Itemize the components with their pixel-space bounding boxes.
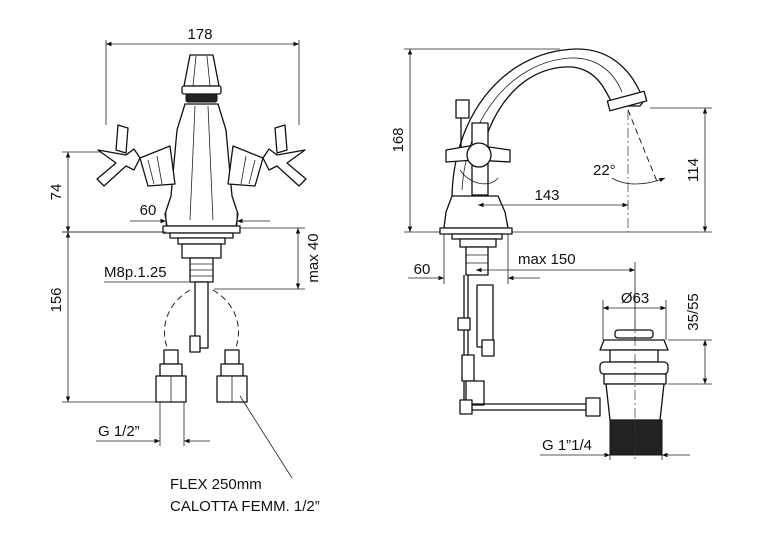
dim-waste-thread: G 1”1/4	[540, 437, 690, 460]
dim-waste-diameter-63: Ø63	[602, 290, 667, 340]
flex-note-line1: FLEX 250mm	[170, 476, 262, 493]
dim-body-height-label: 74	[48, 184, 65, 201]
dim-max-40: max 40	[214, 227, 322, 290]
dim-total-label: 156	[48, 287, 65, 312]
dim-side-base-label: 60	[414, 261, 431, 278]
dim-height-label: 168	[390, 127, 407, 152]
front-faucet-body	[96, 54, 307, 353]
dim-inlet-g12: G 1/2”	[96, 402, 210, 446]
flex-note: FLEX 250mm CALOTTA FEMM. 1/2”	[170, 395, 320, 515]
dim-max-below-label: max 40	[305, 233, 322, 282]
dim-height-168: 168	[390, 48, 560, 233]
dim-total-156: 156	[48, 231, 166, 403]
dim-reach-label: 143	[534, 187, 559, 204]
flex-hoses	[155, 289, 248, 403]
dim-waste-diameter-label: Ø63	[621, 290, 649, 307]
side-spout	[439, 48, 648, 406]
thread-callout: M8p.1.25	[104, 264, 196, 283]
dim-base-label: 60	[140, 202, 157, 219]
waste-fitting	[599, 300, 669, 460]
angle-label: 22°	[593, 162, 616, 179]
dim-width-label: 178	[187, 26, 212, 43]
dim-side-base-60: 60	[408, 234, 540, 284]
dim-waste-depth-label: 35/55	[685, 293, 702, 331]
front-view: 178 74	[48, 26, 322, 515]
dim-max-reach-label: max 150	[518, 251, 576, 268]
side-view: 168	[390, 48, 712, 460]
dim-waste-depth: 35/55	[668, 293, 712, 385]
dim-base-60: 60	[130, 202, 270, 226]
dim-width-178: 178	[105, 26, 300, 125]
dim-reach-143: 143	[478, 187, 628, 208]
flex-note-line2: CALOTTA FEMM. 1/2”	[170, 498, 320, 515]
dim-spout-height-label: 114	[685, 158, 702, 182]
dim-inlet-label: G 1/2”	[98, 423, 140, 440]
dim-spout-height-114: 114	[512, 107, 712, 233]
popup-rod	[459, 397, 601, 417]
dim-waste-thread-label: G 1”1/4	[542, 437, 592, 454]
water-jet: 22°	[593, 109, 666, 232]
thread-label: M8p.1.25	[104, 264, 167, 281]
